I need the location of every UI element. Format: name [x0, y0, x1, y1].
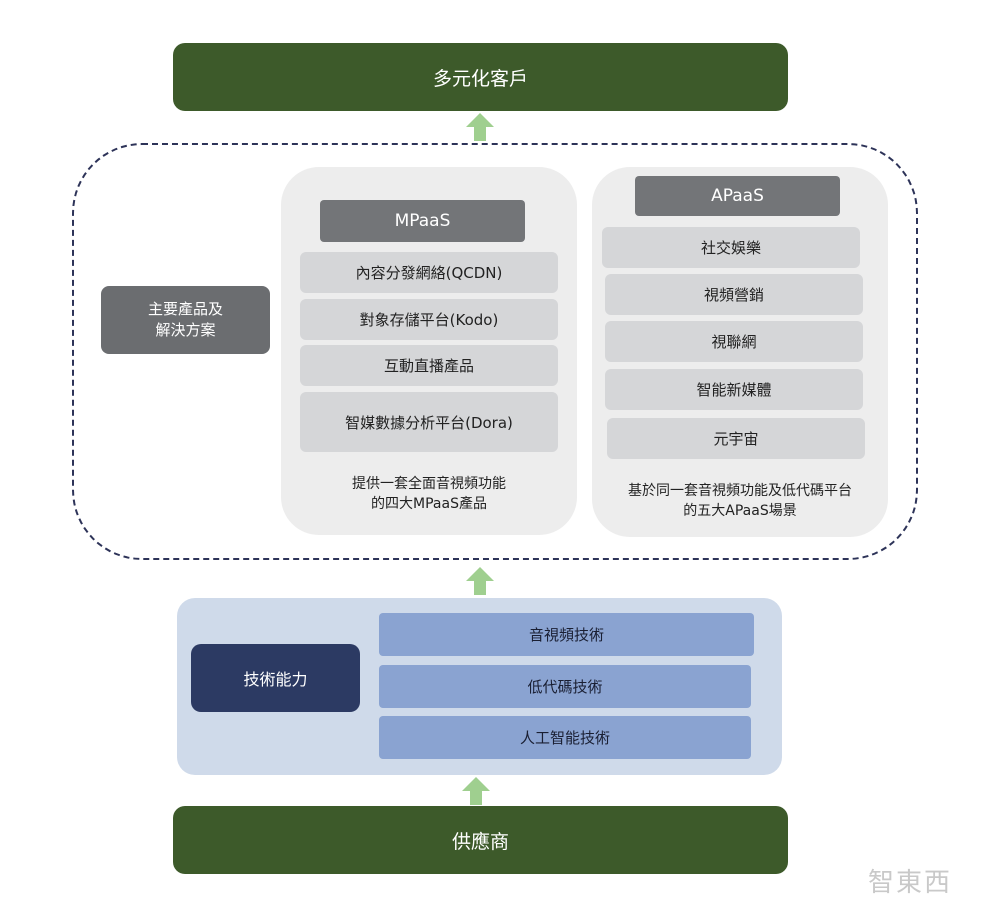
supplier-label: 供應商: [451, 830, 509, 853]
products-solutions-label: 主要產品及 解決方案: [101, 286, 270, 354]
tech-capability-label: 技術能力: [191, 644, 360, 712]
solutions-region: [72, 143, 918, 560]
supplier-bar: 供應商: [173, 806, 788, 874]
watermark-logo: 智東西: [868, 868, 953, 898]
arrow-up-icon: [462, 777, 490, 805]
apaas-item-new-media: 智能新媒體: [605, 369, 863, 410]
apaas-item-metaverse: 元宇宙: [607, 418, 865, 459]
mpaas-item-live: 互動直播產品: [300, 345, 558, 386]
apaas-caption: 基於同一套音視頻功能及低代碼平台 的五大APaaS場景: [628, 483, 852, 519]
arrow-up-icon: [466, 567, 494, 595]
mpaas-header: MPaaS: [320, 200, 525, 242]
apaas-item-marketing: 視頻營銷: [605, 274, 863, 315]
mpaas-item-kodo: 對象存儲平台(Kodo): [300, 299, 558, 340]
arrow-up-icon: [466, 113, 494, 141]
products-label-line1: 主要產品及: [147, 300, 223, 318]
apaas-header: APaaS: [635, 176, 840, 216]
customers-bar: 多元化客戶: [173, 43, 788, 111]
tech-item-lowcode: 低代碼技術: [379, 665, 751, 708]
tech-item-av: 音視頻技術: [379, 613, 754, 656]
mpaas-item-qcdn: 內容分發網絡(QCDN): [300, 252, 558, 293]
products-label-line2: 解決方案: [155, 321, 216, 339]
mpaas-item-dora: 智媒數據分析平台(Dora): [300, 392, 558, 452]
mpaas-caption: 提供一套全面音視頻功能 的四大MPaaS產品: [352, 476, 506, 512]
tech-item-ai: 人工智能技術: [379, 716, 751, 759]
customers-label: 多元化客戶: [432, 67, 528, 90]
apaas-item-iot: 視聯網: [605, 321, 863, 362]
apaas-item-social: 社交娛樂: [602, 227, 860, 268]
